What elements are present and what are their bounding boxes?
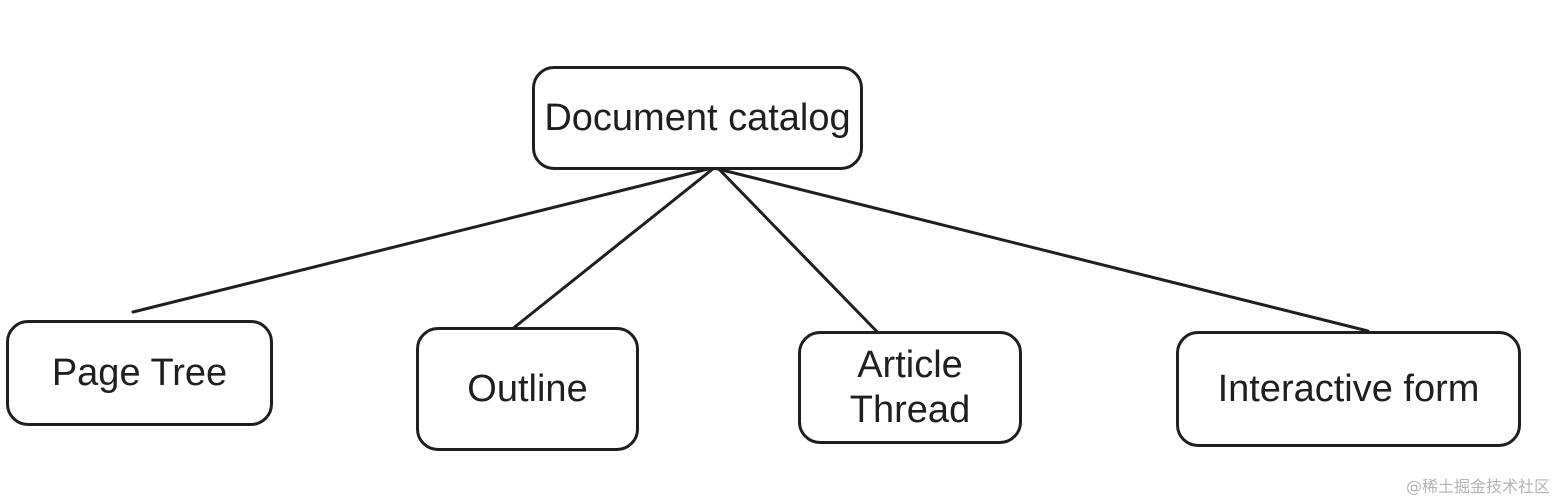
document-catalog-label: Document catalog <box>544 96 851 139</box>
outline-label: Outline <box>467 367 588 410</box>
edge-root-to-outline <box>509 154 731 332</box>
watermark-text: @稀土掘金技术社区 <box>1405 477 1550 496</box>
edge-root-to-page-tree <box>131 165 718 314</box>
edge-root-to-article-thread <box>712 162 890 345</box>
article-thread-node: Article Thread <box>798 331 1022 444</box>
page-tree-label: Page Tree <box>51 351 228 394</box>
interactive-form-node: Interactive form <box>1176 331 1521 447</box>
edge-root-to-interactive-form <box>676 157 1370 333</box>
article-thread-label: Article Thread <box>849 343 971 431</box>
outline-node: Outline <box>416 327 639 451</box>
page-tree-node: Page Tree <box>6 320 273 426</box>
document-catalog-node: Document catalog <box>532 66 863 170</box>
interactive-form-label: Interactive form <box>1217 367 1480 410</box>
